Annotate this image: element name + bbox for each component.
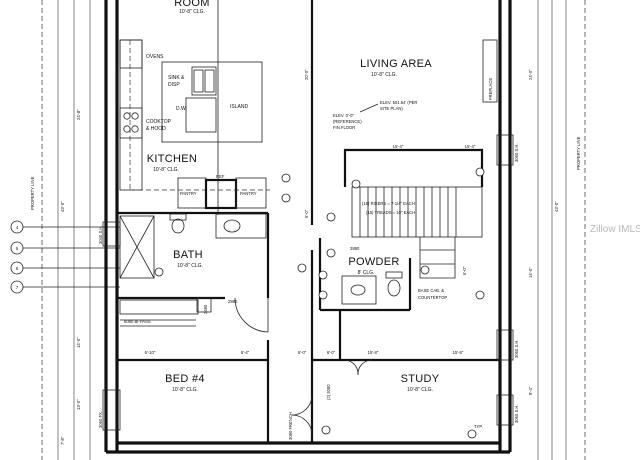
label-base-cab: BASE CAB. &: [418, 288, 444, 293]
label-cooktop: COOKTOP: [146, 119, 172, 125]
note-elev2b: (REFERENCE): [333, 119, 362, 124]
note-elev1: ELEV. 501.64' (PER: [380, 100, 417, 105]
label-island: ISLAND: [230, 104, 248, 110]
note-property-line-right: PROPERTY LINE: [576, 136, 581, 170]
label-countertop: COUNTERTOP: [418, 295, 447, 300]
label-ovens: OVENS: [146, 54, 164, 60]
room-name-bath: BATH: [173, 249, 203, 261]
powder-fixtures: [341, 271, 403, 305]
closets: [119, 299, 199, 327]
room-ceiling-kitchen: 10'-8" CLG.: [153, 167, 179, 173]
dimension-label: 24'-0": [528, 69, 533, 80]
dimension-label: 6'-0": [462, 266, 467, 275]
note-bypass: 6080 BI-PASS: [124, 319, 151, 324]
dimension-label: 5'-0": [304, 209, 309, 218]
dimension-label: 15'-8": [453, 350, 464, 355]
note-window-right1: 3060 S.H.: [514, 143, 519, 162]
dimension-label: 13'-0": [76, 399, 81, 410]
fireplace: [482, 39, 498, 103]
dimension-label: 9'-4": [528, 386, 533, 395]
room-ceiling-study: 10'-8" CLG.: [407, 387, 433, 393]
label-ref: REF: [216, 174, 225, 179]
room-ceiling-living: 10'-8" CLG.: [371, 72, 397, 78]
note-door-2480: 2480: [203, 304, 208, 314]
watermark-text: Zillow IMLS: [590, 224, 640, 235]
note-door-2880-powder: 2880: [350, 246, 360, 251]
label-fireplace: FREPLACE: [488, 78, 493, 100]
label-pantry-right: PANTRY: [240, 191, 257, 196]
dimension-label: 6'-10": [145, 350, 156, 355]
label-disp: DISP: [168, 82, 180, 88]
dimension-label: 6'-0": [327, 350, 336, 355]
room-name-powder: POWDER: [348, 256, 399, 268]
room-ceiling-top: 10'-8" CLG.: [179, 9, 205, 15]
room-name-top: ROOM: [174, 0, 209, 9]
dimension-label: 14'-0": [528, 267, 533, 278]
kitchen-cabinets: [119, 39, 270, 210]
room-name-living: LIVING AREA: [360, 58, 432, 70]
dimension-label: 43'-0": [60, 201, 65, 212]
dimension-label: 20'-0": [304, 69, 309, 80]
dimension-label: 6'-0": [298, 350, 307, 355]
stairs: [343, 148, 484, 279]
grid-markers: 4 5 6 7: [10, 220, 24, 294]
note-typ: TYP.: [474, 424, 483, 429]
dimension-label: 43'-0": [554, 201, 559, 212]
note-door-study: (2) 3080: [326, 384, 331, 400]
note-risers: (16) RISERS = 7-1/4" EACH: [362, 201, 415, 206]
dimension-label: 15'-4": [393, 144, 404, 149]
note-treads: (15) TREADS = 10" EACH: [366, 210, 415, 215]
dimension-label: 7'-8": [60, 436, 65, 445]
room-ceiling-powder: 8' CLG.: [358, 270, 375, 276]
room-name-bed4: BED #4: [165, 373, 205, 385]
room-name-kitchen: KITCHEN: [147, 153, 197, 165]
note-window-right2: 3060 S.H.: [514, 339, 519, 358]
room-ceiling-bath: 10'-8" CLG.: [177, 263, 203, 269]
note-door-french: 3080 FRENCH: [288, 412, 293, 440]
room-name-study: STUDY: [401, 373, 440, 385]
dimension-label: 24'-8": [76, 109, 81, 120]
note-door-2880-bath: 2880: [228, 299, 238, 304]
dimension-label: 14'-0": [76, 337, 81, 348]
leader-line: [359, 103, 379, 113]
note-window-bed: 3060 FX.: [98, 411, 103, 428]
exterior-walls: [104, 0, 512, 454]
label-pantry-left: PANTRY: [180, 191, 197, 196]
dimension-label: 15'-8": [368, 350, 379, 355]
note-elev2: ELEV. 0'-0": [333, 113, 355, 118]
dimension-label: 6'-4": [241, 350, 250, 355]
note-window-right3: 3060 S.H.: [514, 404, 519, 423]
label-dw: D.W.: [176, 106, 187, 112]
grid-marker-label: 6: [16, 266, 19, 271]
grid-marker-label: 4: [16, 225, 19, 230]
note-elev2c: FIN.FLOOR: [333, 125, 355, 130]
label-hood: & HOOD: [146, 126, 166, 132]
note-elev1b: SITE PLAN): [380, 106, 403, 111]
grid-marker-label: 7: [16, 285, 19, 290]
note-property-line-left: PROPERTY LINE: [30, 176, 35, 210]
property-lines: [41, 0, 586, 460]
dimension-label: 15'-4": [465, 144, 476, 149]
room-ceiling-bed4: 10'-8" CLG.: [172, 387, 198, 393]
grid-lines: [22, 226, 120, 288]
label-sink: SINK &: [168, 75, 185, 81]
doors: [234, 297, 373, 436]
tag-circles: [154, 167, 485, 439]
note-window-left: 3040 S.H.: [98, 225, 103, 244]
windows: [102, 134, 514, 431]
bath-fixtures: [119, 213, 267, 313]
grid-marker-label: 5: [16, 246, 19, 251]
